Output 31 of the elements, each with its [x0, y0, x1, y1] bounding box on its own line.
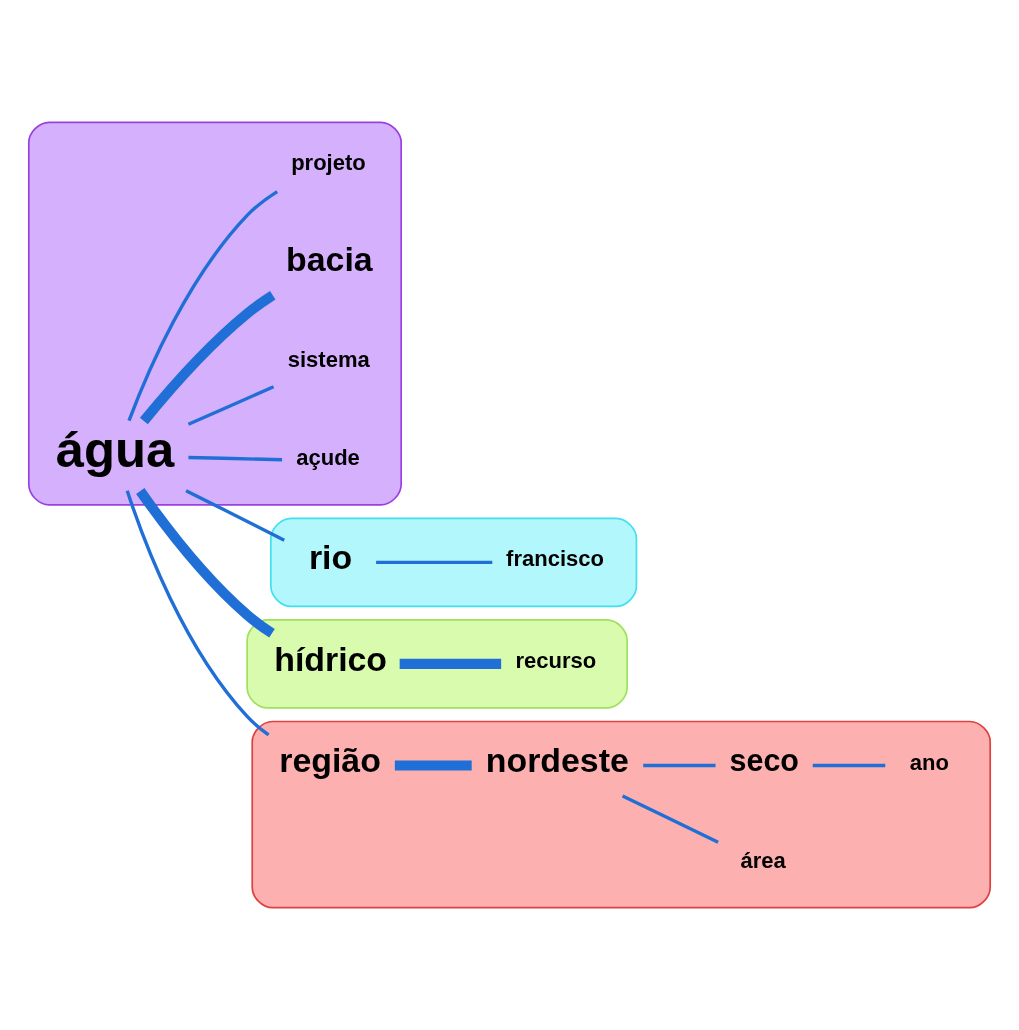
node-text: projeto [291, 150, 366, 176]
node-text: sistema [287, 346, 370, 372]
node-text: rio [308, 538, 353, 577]
connector [127, 190, 279, 422]
connector [136, 488, 275, 638]
cluster [251, 720, 992, 909]
node-text: francisco [506, 546, 604, 572]
connector [394, 760, 472, 771]
connector [185, 489, 285, 542]
node-text: recurso [515, 648, 597, 674]
node-text: nordeste [485, 741, 629, 780]
connector [139, 290, 276, 425]
cluster [246, 619, 628, 709]
connector [125, 490, 270, 737]
node-text: região [279, 741, 381, 780]
cluster [270, 517, 638, 608]
node-text: área [740, 847, 786, 873]
connector [812, 763, 886, 768]
connector [399, 658, 502, 670]
node-text: açude [296, 444, 360, 470]
connector [643, 763, 716, 768]
node-text: bacia [286, 240, 373, 279]
node-text: ano [909, 749, 949, 775]
node-text: água [55, 420, 175, 478]
node-text: seco [729, 743, 799, 778]
connector [621, 794, 719, 844]
connector [187, 385, 275, 426]
connector [188, 455, 283, 462]
connector [376, 560, 493, 565]
node-text: hídrico [274, 639, 388, 678]
cluster [27, 121, 402, 506]
